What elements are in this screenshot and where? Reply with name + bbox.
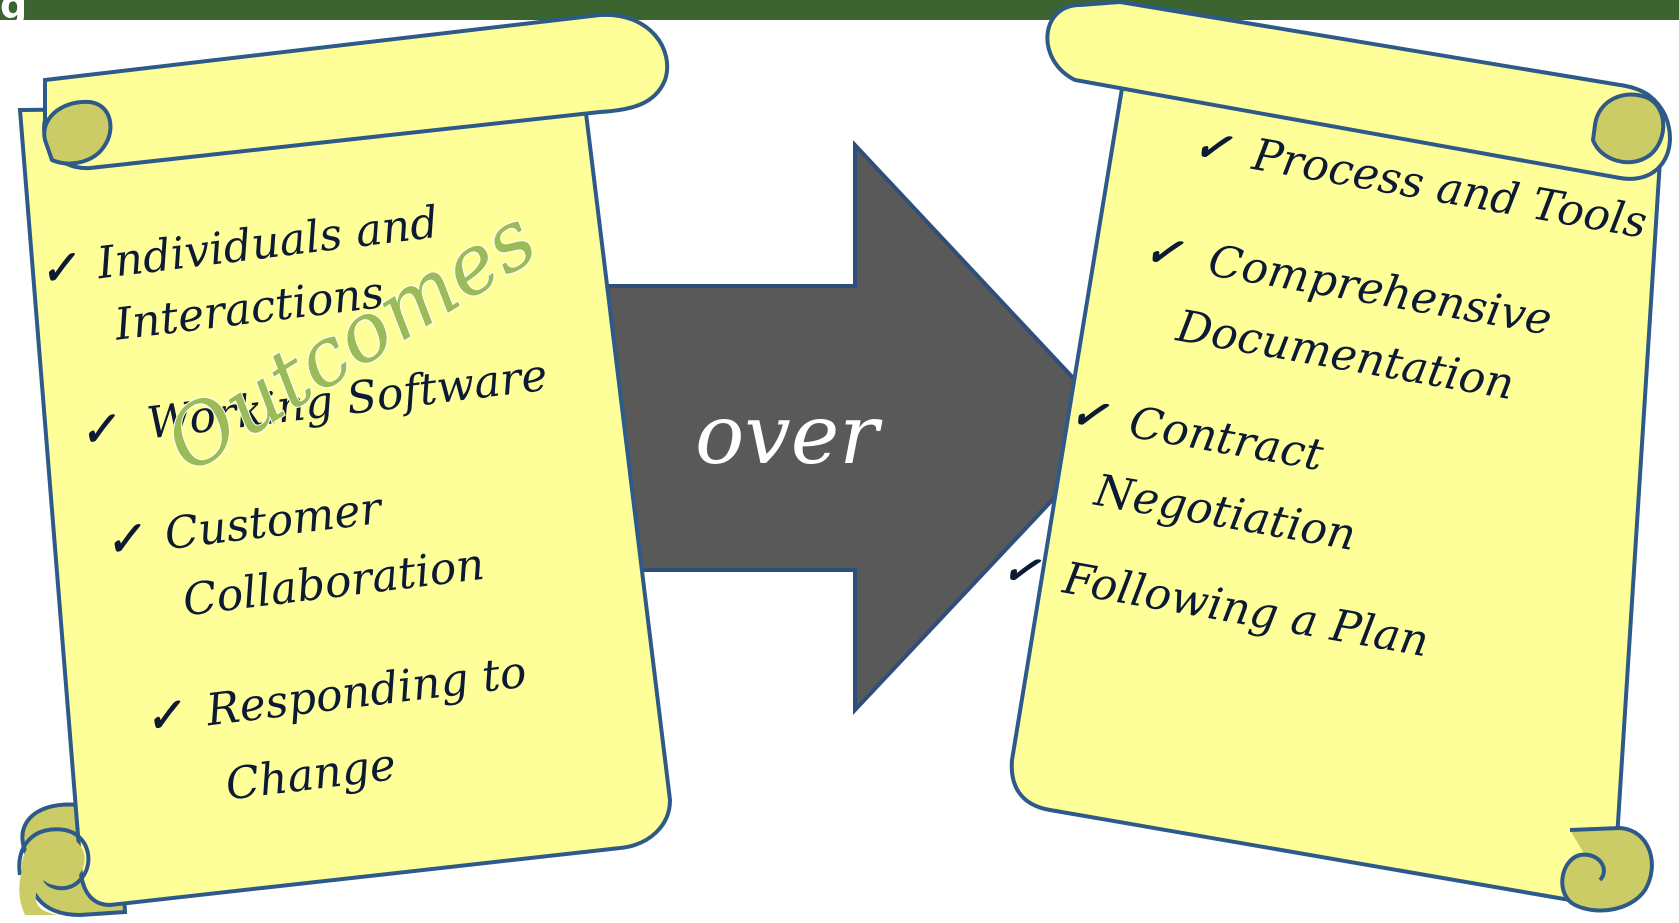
left-scroll-bottom-curl-fill (19, 834, 85, 915)
arrow-label: over (695, 388, 883, 483)
header-title-fragment: g (0, 0, 28, 27)
right-item-4-check: ✓ (998, 542, 1044, 599)
right-scroll-top-roll (1045, 0, 1672, 181)
left-scroll-top-curl (42, 99, 113, 166)
left-item-4-check: ✓ (142, 689, 186, 744)
left-item-1-check: ✓ (37, 241, 81, 296)
right-scroll-top-curl (1590, 92, 1666, 165)
right-scroll-bottom-curl (1560, 825, 1654, 913)
header-bar: g (0, 0, 1679, 24)
left-scroll: ✓ Individuals and Interactions ✓ Working… (17, 12, 673, 918)
left-item-2-check: ✓ (77, 402, 121, 457)
left-item-3-check: ✓ (102, 512, 146, 567)
right-scroll: ✓ Process and Tools ✓ Comprehensive Docu… (998, 0, 1672, 913)
left-scroll-bottom-curl (17, 827, 91, 891)
